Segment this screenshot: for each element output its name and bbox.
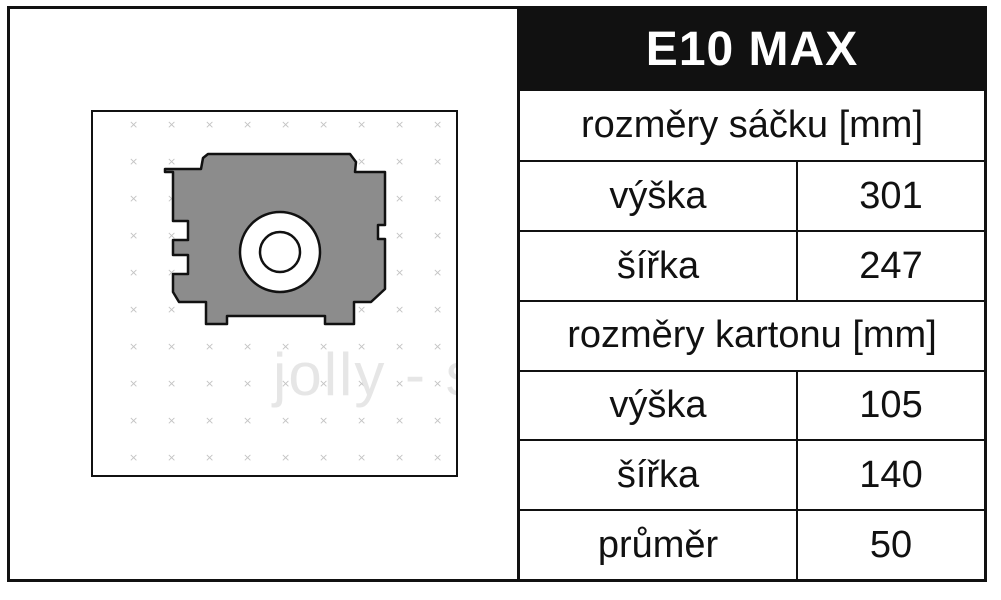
product-title: E10 MAX — [520, 9, 984, 91]
row-value: 247 — [859, 244, 923, 287]
section-header-row: rozměry sáčku [mm] — [520, 91, 984, 161]
pattern-mark: × — [357, 155, 366, 168]
pattern-mark: × — [281, 377, 290, 390]
pattern-mark: × — [281, 340, 290, 353]
pattern-mark: × — [395, 340, 404, 353]
pattern-mark: × — [319, 414, 328, 427]
row-value: 140 — [859, 453, 923, 496]
pattern-mark: × — [167, 192, 176, 205]
pattern-mark: × — [319, 118, 328, 131]
pattern-mark: × — [433, 229, 442, 242]
pattern-mark: × — [167, 266, 176, 279]
pattern-mark: × — [357, 451, 366, 464]
pattern-mark: × — [129, 229, 138, 242]
table-row: výška 105 — [520, 369, 984, 440]
pattern-mark: × — [395, 155, 404, 168]
row-value: 105 — [859, 384, 923, 427]
pattern-mark: × — [433, 303, 442, 316]
row-label: průměr — [520, 511, 798, 579]
pattern-mark: × — [433, 340, 442, 353]
table-row: šířka 247 — [520, 230, 984, 300]
pattern-mark: × — [129, 303, 138, 316]
pattern-mark: × — [433, 414, 442, 427]
pattern-mark: × — [433, 377, 442, 390]
pattern-mark: × — [395, 377, 404, 390]
pattern-mark: × — [167, 377, 176, 390]
pattern-mark: × — [433, 118, 442, 131]
row-label: výška — [520, 371, 798, 440]
pattern-mark: × — [129, 451, 138, 464]
section-header: rozměry sáčku [mm] — [580, 104, 924, 147]
row-label: výška — [520, 162, 798, 231]
pattern-mark: × — [357, 414, 366, 427]
pattern-mark: × — [281, 451, 290, 464]
pattern-mark: × — [243, 414, 252, 427]
dimensions-table: E10 MAX rozměry sáčku [mm] výška 301 šíř… — [520, 9, 984, 579]
pattern-mark: × — [357, 118, 366, 131]
pattern-mark: × — [395, 229, 404, 242]
pattern-mark: × — [281, 118, 290, 131]
pattern-mark: × — [395, 303, 404, 316]
pattern-mark: × — [357, 303, 366, 316]
pattern-mark: × — [205, 377, 214, 390]
table-row: šířka 140 — [520, 439, 984, 510]
pattern-mark: × — [433, 155, 442, 168]
bag-drawing: × × × × × × × × × × × × × × × × × × × × × × × × × × × × × × × × × × × × × × × ×… — [129, 118, 442, 464]
pattern-mark: × — [319, 377, 328, 390]
watermark-text: jolly - sáčky — [273, 341, 456, 408]
pattern-mark: × — [167, 118, 176, 131]
pattern-mark: × — [243, 118, 252, 131]
pattern-mark: × — [395, 451, 404, 464]
section-header-row: rozměry kartonu [mm] — [520, 299, 984, 370]
pattern-mark: × — [319, 340, 328, 353]
pattern-mark: × — [395, 118, 404, 131]
pattern-mark: × — [243, 340, 252, 353]
pattern-mark: × — [167, 451, 176, 464]
bag-illustration: × × × × × × × × × × × × × × × × × × × × × × × × × × × × × × × × × × × × × × × ×… — [91, 110, 458, 477]
pattern-mark: × — [167, 229, 176, 242]
pattern-mark: × — [243, 451, 252, 464]
table-row: výška 301 — [520, 160, 984, 231]
row-label: šířka — [520, 441, 798, 510]
pattern-mark: × — [243, 377, 252, 390]
pattern-mark: × — [167, 303, 176, 316]
row-value: 50 — [869, 523, 913, 566]
pattern-mark: × — [205, 340, 214, 353]
pattern-mark: × — [395, 414, 404, 427]
pattern-mark: × — [205, 118, 214, 131]
illustration-panel: × × × × × × × × × × × × × × × × × × × × × × × × × × × × × × × × × × × × × × × ×… — [10, 9, 520, 579]
pattern-mark: × — [129, 340, 138, 353]
pattern-mark: × — [395, 192, 404, 205]
pattern-mark: × — [167, 155, 176, 168]
pattern-mark: × — [129, 118, 138, 131]
product-sheet: × × × × × × × × × × × × × × × × × × × × × × × × × × × × × × × × × × × × × × × ×… — [7, 6, 987, 582]
pattern-mark: × — [205, 414, 214, 427]
pattern-mark: × — [129, 377, 138, 390]
pattern-mark: × — [129, 192, 138, 205]
pattern-mark: × — [205, 451, 214, 464]
pattern-mark: × — [433, 451, 442, 464]
pattern-mark: × — [129, 414, 138, 427]
bag-collar-hole — [258, 230, 302, 274]
pattern-mark: × — [357, 377, 366, 390]
pattern-mark: × — [129, 155, 138, 168]
pattern-mark: × — [357, 340, 366, 353]
pattern-mark: × — [395, 266, 404, 279]
pattern-mark: × — [319, 451, 328, 464]
pattern-mark: × — [129, 266, 138, 279]
section-header: rozměry kartonu [mm] — [567, 314, 937, 357]
pattern-mark: × — [167, 414, 176, 427]
pattern-mark: × — [167, 340, 176, 353]
pattern-mark: × — [433, 192, 442, 205]
row-value: 301 — [859, 174, 923, 217]
table-row: průměr 50 — [520, 509, 984, 579]
pattern-mark: × — [433, 266, 442, 279]
pattern-mark: × — [281, 414, 290, 427]
row-label: šířka — [520, 232, 798, 300]
